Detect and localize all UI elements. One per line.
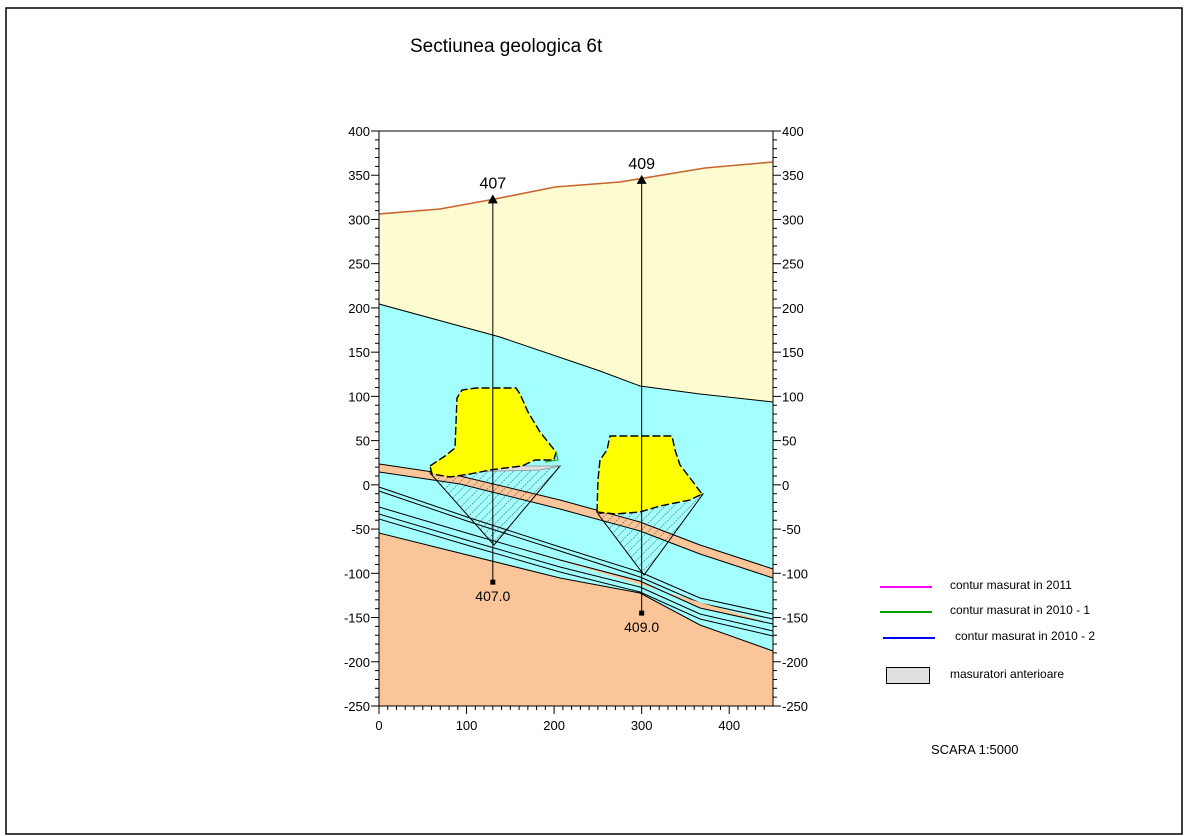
y-tick-label-right: -100 [782, 566, 808, 581]
y-tick-label-right: 350 [782, 168, 804, 183]
section-title: Sectiunea geologica 6t [410, 36, 603, 57]
y-tick-label-right: 150 [782, 345, 804, 360]
y-tick-label-left: -250 [344, 699, 370, 714]
legend-swatch [886, 667, 930, 684]
borehole-marker [487, 194, 498, 204]
x-tick-label: 0 [375, 718, 382, 733]
y-tick-label-right: 50 [782, 434, 796, 449]
legend-label: contur masurat in 2011 [950, 578, 1072, 592]
borehole-id: 409 [628, 156, 655, 173]
orebody [596, 435, 704, 515]
y-tick-label-left: -200 [344, 655, 370, 670]
borehole-end [639, 610, 645, 616]
plot-frame [378, 130, 774, 707]
y-tick-label-left: 0 [363, 478, 370, 493]
y-tick-label-left: 400 [348, 124, 370, 139]
legend-line [880, 586, 932, 588]
contact-line [378, 532, 774, 652]
contact-line [378, 303, 774, 403]
y-tick-label-left: -150 [344, 611, 370, 626]
borehole-marker [636, 174, 647, 184]
y-tick-label-right: 0 [782, 478, 789, 493]
y-tick-label-left: 100 [348, 389, 370, 404]
legend-label: contur masurat in 2010 - 1 [950, 603, 1091, 617]
legend-line [880, 611, 932, 613]
page-border [5, 7, 1183, 835]
x-tick-label: 400 [718, 718, 740, 733]
legend-line [883, 637, 935, 639]
borehole-depth-label: 407.0 [475, 588, 510, 604]
borehole-depth-label: 409.0 [624, 619, 659, 635]
axes: 400 400 350 350 300 300 250 250 200 200 150 150 100 1… [344, 124, 808, 733]
y-tick-label-right: 300 [782, 212, 804, 227]
y-tick-label-right: -200 [782, 655, 808, 670]
x-tick-label: 300 [631, 718, 653, 733]
contour-2010-1 [544, 451, 559, 463]
y-tick-label-left: 50 [356, 434, 370, 449]
layer-line [378, 518, 774, 637]
y-tick-label-left: 200 [348, 301, 370, 316]
scale-label: SCARA 1:5000 [931, 742, 1019, 757]
layer-line [378, 513, 774, 632]
y-tick-label-right: -150 [782, 611, 808, 626]
legend-label: masuratori anterioare [950, 667, 1065, 681]
y-tick-label-left: -100 [344, 566, 370, 581]
layer-line [378, 486, 774, 615]
y-tick-label-left: 350 [348, 168, 370, 183]
y-tick-label-right: 200 [782, 301, 804, 316]
boreholes: 407 407.0 409 409.0 [475, 156, 659, 635]
y-tick-label-right: -250 [782, 699, 808, 714]
y-tick-label-left: 300 [348, 212, 370, 227]
topography-line [378, 161, 774, 215]
y-tick-label-left: -50 [351, 522, 370, 537]
y-tick-label-left: 150 [348, 345, 370, 360]
y-tick-label-right: 250 [782, 257, 804, 272]
y-tick-label-left: 250 [348, 257, 370, 272]
x-tick-label: 100 [456, 718, 478, 733]
layer-line [378, 490, 774, 620]
sky-area [379, 131, 773, 214]
borehole-id: 407 [479, 175, 506, 192]
geology-section [378, 131, 774, 706]
layer-line [378, 506, 774, 625]
y-tick-label-right: 100 [782, 389, 804, 404]
x-tick-label: 200 [543, 718, 565, 733]
legend-label: contur masurat in 2010 - 2 [955, 629, 1096, 643]
y-tick-label-right: 400 [782, 124, 804, 139]
y-tick-label-right: -50 [782, 522, 801, 537]
borehole-end [490, 579, 496, 585]
